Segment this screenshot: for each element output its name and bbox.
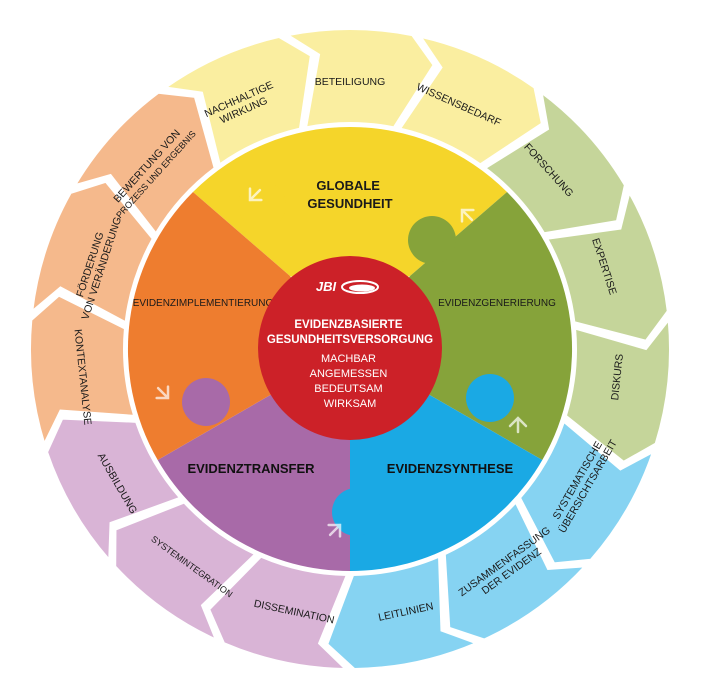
jbi-logo: JBI xyxy=(316,279,379,294)
outer-segment-label-line: DISKURS xyxy=(609,353,626,401)
attribute-appropriate: ANGEMESSEN xyxy=(310,368,388,380)
outer-segment-education: AUSBILDUNG xyxy=(45,417,182,563)
outer-segment-guidelines: LEITLINIEN xyxy=(326,555,479,670)
outer-segment-system-integration: SYSTEMINTEGRATION xyxy=(114,501,257,642)
outer-segment-shape xyxy=(162,35,312,166)
outer-segment-evidence-summary: ZUSAMMENFASSUNGDER EVIDENZ xyxy=(443,500,588,641)
center-title: EVIDENZBASIERTE GESUNDHEITSVERSORGUNG xyxy=(267,319,433,346)
knob-synthesis-right xyxy=(466,374,514,422)
outer-ring: BETEILIGUNG WISSENSBEDARFFORSCHUNGEXPERTI… xyxy=(29,28,671,671)
outer-segment-dissemination: DISSEMINATION xyxy=(208,555,349,671)
knob-transfer-left xyxy=(182,378,230,426)
knob-global-left xyxy=(238,181,286,229)
outer-segment-discourse: DISKURS xyxy=(564,317,671,464)
outer-segment-label: DISKURS xyxy=(609,353,626,401)
outer-segment-shape xyxy=(114,501,257,642)
outer-segment-label: BETEILIGUNG xyxy=(315,76,386,88)
center-attributes: MACHBAR ANGEMESSEN BEDEUTSAM WIRKSAM xyxy=(310,353,391,410)
outer-segment-shape xyxy=(398,35,543,166)
quadrant-label-generation: EVIDENZGENERIERUNG xyxy=(438,298,556,309)
quadrant-label-implementation: EVIDENZIMPLEMENTIERUNG xyxy=(133,298,274,309)
arrow-synthesis-to-transfer xyxy=(327,523,342,538)
attribute-meaningful: BEDEUTSAM xyxy=(314,383,382,395)
outer-segment-shape xyxy=(443,500,588,641)
arrow-transfer-to-implementation xyxy=(155,385,170,400)
inner-disc xyxy=(127,126,573,571)
outer-segment-shape xyxy=(545,190,669,342)
outer-segment-participation: BETEILIGUNG xyxy=(285,28,435,129)
center-title-line-2: GESUNDHEITSVERSORGUNG xyxy=(267,334,433,346)
outer-segment-shape xyxy=(326,555,479,670)
jbi-logo-text: JBI xyxy=(316,279,337,294)
arrow-generation-to-synthesis xyxy=(508,416,528,434)
arrow-implementation-to-global xyxy=(248,187,263,202)
outer-segment-knowledge-need: WISSENSBEDARF xyxy=(398,35,543,166)
flow-arrows xyxy=(155,181,528,538)
outer-segment-shape xyxy=(45,417,182,563)
outer-segment-shape xyxy=(208,555,349,671)
global-line-1: GLOBALE xyxy=(316,178,380,193)
outer-segment-shape xyxy=(564,317,671,464)
global-line-2: GESUNDHEIT xyxy=(307,196,392,211)
outer-segment-systematic-review: SYSTEMATISCHEÜBERSICHTSARBEIT xyxy=(518,420,655,565)
outer-segment-sustainable-impact: NACHHALTIGEWIRKUNG xyxy=(162,35,312,166)
outer-segment-change-promotion: FÖRDERUNGVON VERÄNDERUNG xyxy=(30,180,154,324)
center-title-line-1: EVIDENZBASIERTE xyxy=(294,319,402,331)
outer-segment-shape xyxy=(72,91,216,236)
quadrant-label-synthesis: EVIDENZSYNTHESE xyxy=(387,461,514,476)
outer-segment-shape xyxy=(518,420,655,565)
outer-segment-shape xyxy=(29,294,136,447)
outer-segment-label-line: BETEILIGUNG xyxy=(315,76,386,88)
quadrant-label-transfer: EVIDENZTRANSFER xyxy=(187,461,315,476)
center-circle xyxy=(258,256,442,440)
outer-segment-research: FORSCHUNG xyxy=(483,90,626,235)
outer-segment-expertise: EXPERTISE xyxy=(545,190,669,342)
logo-swoosh xyxy=(341,280,379,294)
quadrant-evidence-implementation xyxy=(127,192,350,460)
outer-segment-shape xyxy=(285,28,435,129)
knob-generation-top xyxy=(408,216,456,264)
attribute-effective: WIRKSAM xyxy=(324,398,377,410)
knob-synthesis-bottom xyxy=(332,488,380,536)
outer-segment-shape xyxy=(483,90,626,235)
attribute-feasible: MACHBAR xyxy=(321,353,376,365)
outer-segment-shape xyxy=(30,180,154,324)
quadrant-label-global-health: GLOBALE GESUNDHEIT xyxy=(307,178,392,211)
logo-swoosh-2 xyxy=(349,284,375,292)
arrow-global-to-generation xyxy=(460,208,475,223)
outer-segment-process-evaluation: BEWERTUNG VONPROZESS UND ERGEBNIS xyxy=(72,91,216,236)
outer-segment-context-analysis: KONTEXTANALYSE xyxy=(29,294,136,447)
quadrant-evidence-generation xyxy=(350,192,573,460)
